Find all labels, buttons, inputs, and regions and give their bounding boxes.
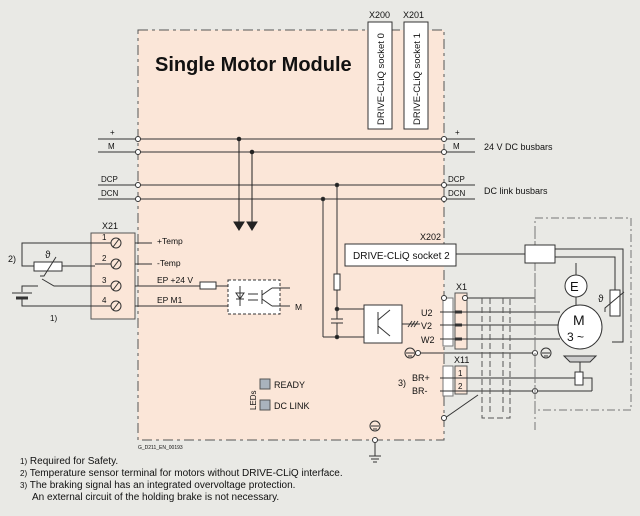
x21-signal-1: +Temp (157, 236, 183, 246)
socket-x200-id: X200 (369, 10, 390, 20)
note-safety-mark: 1) (50, 314, 57, 323)
x1-phase-w2: W2 (421, 335, 435, 345)
x11-pin-2: 2 (458, 382, 463, 391)
socket-x202-label: DRIVE-CLiQ socket 2 (353, 251, 450, 262)
footnote-2: 2) Temperature sensor terminal for motor… (20, 468, 343, 479)
motor-icon (557, 304, 603, 350)
x21-signal-3: EP +24 V (157, 275, 193, 285)
x21-pin-1: 1 (102, 233, 107, 242)
motor-temp-sensor (609, 289, 621, 317)
socket-x201-label: DRIVE-CLiQ socket 1 (412, 33, 423, 125)
x1-phase-v2: V2 (421, 321, 432, 331)
encoder-connector (524, 244, 556, 264)
cable-shield (481, 298, 511, 419)
external-x21-circuit (12, 242, 95, 307)
ground-icon (369, 420, 381, 463)
leds-heading: LEDs (249, 390, 258, 410)
motor-label-m: M (573, 312, 585, 328)
busbar-dcn-right: DCN (448, 189, 466, 198)
x11-id: X11 (454, 355, 469, 365)
motor-boundary (534, 217, 632, 411)
x21-signal-2: -Temp (157, 258, 181, 268)
module-title: Single Motor Module (155, 54, 352, 76)
note-temp-mark: 2) (8, 254, 16, 264)
busbar-m-right: M (453, 142, 460, 151)
dclink-circuit (320, 182, 420, 344)
optocoupler (227, 279, 281, 315)
busbar-dcn-left: DCN (101, 189, 119, 198)
motor-temp-theta: ϑ (598, 294, 604, 305)
socket-x202 (344, 243, 457, 267)
footnote-3: 3) The braking signal has an integrated … (20, 480, 296, 491)
x21-signal-4: EP M1 (157, 295, 183, 305)
socket-x200-label: DRIVE-CLiQ socket 0 (376, 33, 387, 125)
drawing-id: G_D211_EN_00193 (138, 445, 183, 451)
inverter-block (363, 304, 403, 344)
x21-pin-2: 2 (102, 254, 107, 263)
socket-x201: X201 DRIVE-CLiQ socket 1 (403, 10, 429, 130)
busbar-plus-left: + (110, 128, 115, 137)
socket-x202-id: X202 (420, 232, 441, 242)
footnote-1: 1) Required for Safety. (20, 456, 119, 467)
busbar-m-left: M (108, 142, 115, 151)
socket-x201-id: X201 (403, 10, 424, 20)
x21-pin-4: 4 (102, 296, 107, 305)
led-ready-label: READY (274, 380, 305, 390)
supply-taps (233, 136, 258, 231)
encoder-icon (564, 274, 588, 298)
footnote-3-continued: An external circuit of the holding brake… (32, 492, 280, 503)
optocoupler-m-label: M (295, 302, 302, 312)
busbars (98, 136, 475, 202)
x21-id: X21 (102, 221, 118, 231)
temp-sensor-theta: ϑ (45, 250, 51, 261)
x1-terminal (454, 292, 468, 350)
x11-signal-br-plus: BR+ (412, 373, 430, 383)
led-dclink-indicator (259, 399, 271, 411)
brake-icon (562, 355, 598, 363)
led-ready-indicator (259, 378, 271, 390)
led-dclink-label: DC LINK (274, 401, 310, 411)
motor-label-phase: 3 ~ (567, 330, 584, 344)
x21-pin-3: 3 (102, 276, 107, 285)
x11-signal-br-minus: BR- (412, 386, 428, 396)
x11-pin-1: 1 (458, 369, 463, 378)
dclink-busbar-label: DC link busbars (484, 186, 548, 196)
encoder-label: E (570, 279, 579, 294)
x1-phase-u2: U2 (421, 308, 433, 318)
busbar-dcp-right: DCP (448, 175, 465, 184)
x21-pins (95, 237, 228, 312)
busbar-dcp-left: DCP (101, 175, 118, 184)
dc24-busbar-label: 24 V DC busbars (484, 142, 553, 152)
x11-note-mark: 3) (398, 378, 406, 388)
socket-x200: X200 DRIVE-CLiQ socket 0 (367, 10, 393, 130)
module-boundary (137, 29, 445, 441)
x1-id: X1 (456, 282, 467, 292)
busbar-plus-right: + (455, 128, 460, 137)
x11-terminal (454, 365, 468, 395)
